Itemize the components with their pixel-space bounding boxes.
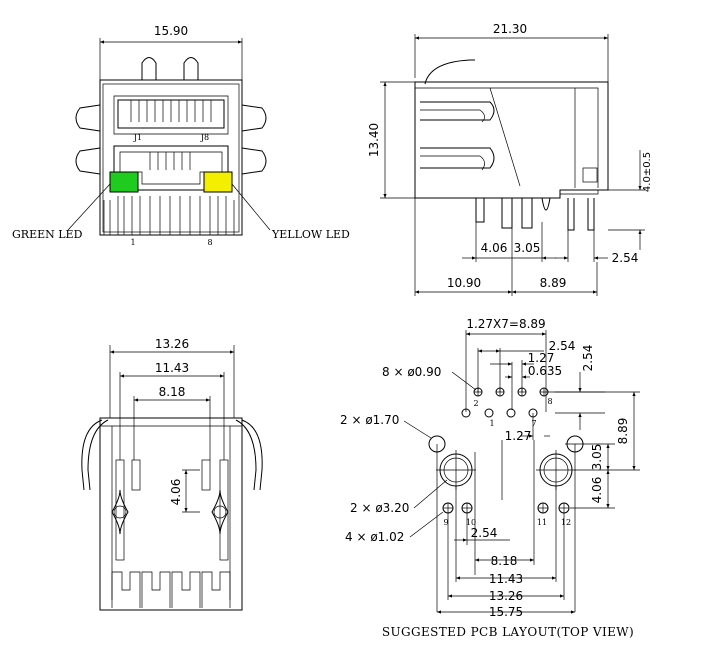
bottom-dim-11-43: 11.43 <box>155 361 189 375</box>
pcb-dim-3-05-v: 3.05 <box>590 444 604 471</box>
upper-port <box>117 99 225 129</box>
yellow-led-leader <box>231 183 271 231</box>
pcb-pin-7: 7 <box>531 419 536 428</box>
pcb-dim-4-06-v: 4.06 <box>590 477 604 504</box>
pin-1-label: 1 <box>130 238 135 247</box>
hole-090-label: 8 × ø0.90 <box>382 365 441 379</box>
standoff-dim-label: 4.0±0.5 <box>642 152 653 192</box>
lower-opening <box>420 147 495 169</box>
dim-2-54-label: 2.54 <box>612 251 639 265</box>
right-peg-cross <box>211 489 229 535</box>
pcb-dim-1-27-a: 1.27 <box>528 351 555 365</box>
yellow-led-label: YELLOW LED <box>271 228 350 241</box>
front-body <box>99 79 243 236</box>
height-dim-label: 13.40 <box>367 123 381 157</box>
side-view: 21.30 13.40 4.0±0.5 <box>367 22 653 296</box>
dim-4-06-label: 4.06 <box>481 241 508 255</box>
pcb-dim-2-54-v: 2.54 <box>581 345 595 372</box>
lower-port-contacts <box>149 152 191 170</box>
side-body <box>414 81 609 199</box>
pcb-pin-1: 1 <box>489 419 494 428</box>
leg-right1 <box>567 198 575 231</box>
pcb-dim-2-54-a: 2.54 <box>549 339 576 353</box>
pcb-dim-11-43: 11.43 <box>489 572 523 586</box>
leg-spring <box>541 197 551 211</box>
hole-170-label: 2 × ø1.70 <box>340 413 399 427</box>
pin-8-label: 8 <box>207 238 212 247</box>
green-led-leader <box>67 183 111 231</box>
leg-mid2 <box>521 198 533 229</box>
bottom-dim-13-26: 13.26 <box>155 337 189 351</box>
yellow-led <box>203 171 233 193</box>
bottom-view: 13.26 11.43 8.18 4.06 <box>81 337 263 611</box>
right-latch-lower <box>241 147 267 175</box>
pcb-dim-13-26: 13.26 <box>489 589 523 603</box>
leg-right2 <box>587 198 595 231</box>
hole-320-label: 2 × ø3.20 <box>350 501 409 515</box>
leg-mid1 <box>501 198 513 229</box>
pin-j1-label: J1 <box>133 133 142 142</box>
bottom-port-slots <box>111 571 231 608</box>
upper-port-contacts <box>130 100 212 122</box>
dim-3-05-label: 3.05 <box>514 241 541 255</box>
pcb-dim-15-75: 15.75 <box>489 605 523 619</box>
pcb-caption: SUGGESTED PCB LAYOUT(TOP VIEW) <box>382 625 634 639</box>
pcb-layout: 1.27X7=8.89 2.54 1.27 0.635 2.54 <box>340 317 640 639</box>
pcb-pin-11: 11 <box>537 518 547 527</box>
bottom-body <box>99 417 243 611</box>
pcb-pin-12: 12 <box>561 518 571 527</box>
pin-j8-label: J8 <box>200 133 209 142</box>
pcb-dim-0-635: 0.635 <box>528 364 562 378</box>
left-latch-lower <box>75 147 101 175</box>
pcb-pin-9: 9 <box>443 518 448 527</box>
signal-holes <box>461 387 549 418</box>
pcb-pin-8: 8 <box>547 397 552 406</box>
leg-left <box>475 198 485 223</box>
length-dim-label: 21.30 <box>493 22 527 36</box>
bottom-dim-8-18: 8.18 <box>159 385 186 399</box>
bottom-dim-4-06: 4.06 <box>169 479 183 506</box>
pcb-dim-8-18: 8.18 <box>491 554 518 568</box>
green-led <box>109 171 139 193</box>
right-latch-upper <box>241 104 267 132</box>
dim-10-90-label: 10.90 <box>447 276 481 290</box>
pcb-dim-2-54-b: 2.54 <box>471 526 498 540</box>
latch-box <box>582 167 598 183</box>
pcb-pin-10: 10 <box>466 518 476 527</box>
left-peg-cross <box>111 489 129 535</box>
pcb-pin-2: 2 <box>473 399 478 408</box>
dim-8-89-label: 8.89 <box>540 276 567 290</box>
left-clip <box>81 419 103 491</box>
green-led-label: GREEN LED <box>12 228 83 241</box>
top-peg-right <box>183 57 199 80</box>
pcb-pitch-dim: 1.27X7=8.89 <box>466 317 545 331</box>
left-latch-upper <box>75 104 101 132</box>
hole-102-label: 4 × ø1.02 <box>345 530 404 544</box>
width-dim-label: 15.90 <box>154 24 188 38</box>
spring-wire <box>424 59 475 85</box>
mounting-holes-102 <box>442 502 570 514</box>
upper-opening <box>420 101 495 121</box>
pcb-dim-1-27-b: 1.27 <box>505 429 532 443</box>
front-view: 15.90 J1 J8 <box>12 24 350 247</box>
front-pins <box>103 196 235 235</box>
right-clip <box>241 419 263 491</box>
top-peg-left <box>141 57 157 80</box>
pcb-dim-8-89-v: 8.89 <box>616 418 630 445</box>
